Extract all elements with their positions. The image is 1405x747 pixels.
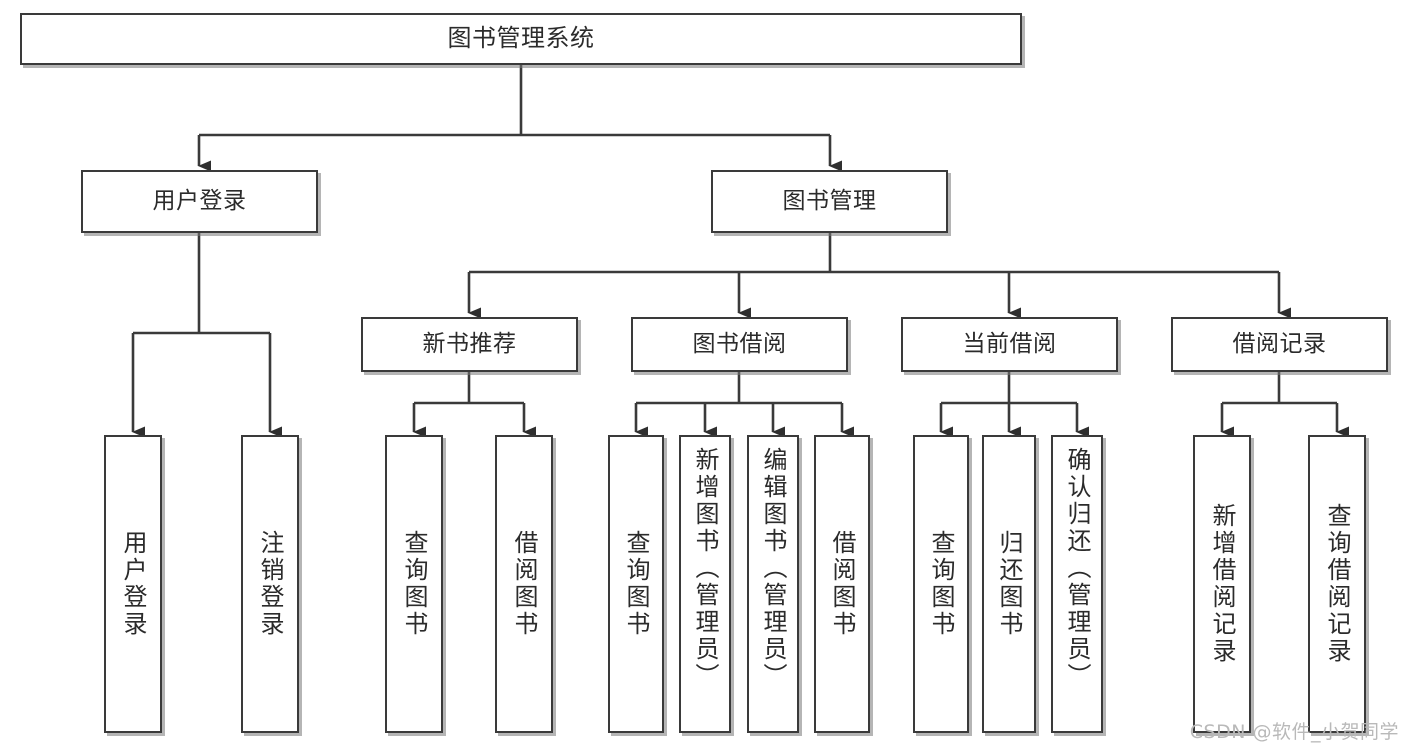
leaf-borrow-edit-book[interactable]: 编辑图书（管理员）: [747, 435, 799, 733]
node-user-login[interactable]: 用户登录: [81, 170, 318, 233]
node-label: 新增借阅记录: [1208, 503, 1236, 665]
leaf-rec-borrow-book[interactable]: 借阅图书: [495, 435, 553, 733]
node-label: 图书管理: [782, 188, 877, 215]
leaf-cur-confirm-return[interactable]: 确认归还（管理员）: [1051, 435, 1103, 733]
leaf-rec-query-record[interactable]: 查询借阅记录: [1308, 435, 1366, 733]
node-current-borrow[interactable]: 当前借阅: [901, 317, 1118, 372]
node-new-book-rec[interactable]: 新书推荐: [361, 317, 578, 372]
node-root-system[interactable]: 图书管理系统: [20, 13, 1022, 65]
leaf-borrow-borrow-book[interactable]: 借阅图书: [814, 435, 870, 733]
node-label: 用户登录: [119, 530, 147, 638]
node-label: 图书借阅: [692, 331, 787, 358]
node-label: 查询图书: [400, 530, 428, 638]
node-label: 确认归还（管理员）: [1063, 447, 1091, 690]
leaf-rec-add-record[interactable]: 新增借阅记录: [1193, 435, 1251, 733]
leaf-user-logout[interactable]: 注销登录: [241, 435, 299, 733]
leaf-cur-return-book[interactable]: 归还图书: [982, 435, 1036, 733]
node-label: 编辑图书（管理员）: [759, 447, 787, 690]
leaf-rec-query-book[interactable]: 查询图书: [385, 435, 443, 733]
leaf-borrow-add-book[interactable]: 新增图书（管理员）: [679, 435, 731, 733]
leaf-user-login[interactable]: 用户登录: [104, 435, 162, 733]
node-label: 借阅记录: [1232, 331, 1327, 358]
node-label: 注销登录: [256, 530, 284, 638]
leaf-borrow-query-book[interactable]: 查询图书: [608, 435, 664, 733]
leaf-cur-query-book[interactable]: 查询图书: [913, 435, 969, 733]
watermark: CSDN @软件_小贺同学: [1189, 721, 1399, 743]
node-label: 查询图书: [927, 530, 955, 638]
node-book-borrow[interactable]: 图书借阅: [631, 317, 848, 372]
node-label: 新增图书（管理员）: [691, 447, 719, 690]
node-label: 归还图书: [995, 530, 1023, 638]
node-label: 查询借阅记录: [1323, 503, 1351, 665]
node-label: 借阅图书: [510, 530, 538, 638]
node-label: 查询图书: [622, 530, 650, 638]
node-label: 借阅图书: [828, 530, 856, 638]
node-label: 当前借阅: [962, 331, 1057, 358]
node-book-manage[interactable]: 图书管理: [711, 170, 948, 233]
node-borrow-record[interactable]: 借阅记录: [1171, 317, 1388, 372]
node-label: 新书推荐: [422, 331, 517, 358]
node-label: 用户登录: [152, 188, 247, 215]
node-label: 图书管理系统: [447, 24, 595, 53]
